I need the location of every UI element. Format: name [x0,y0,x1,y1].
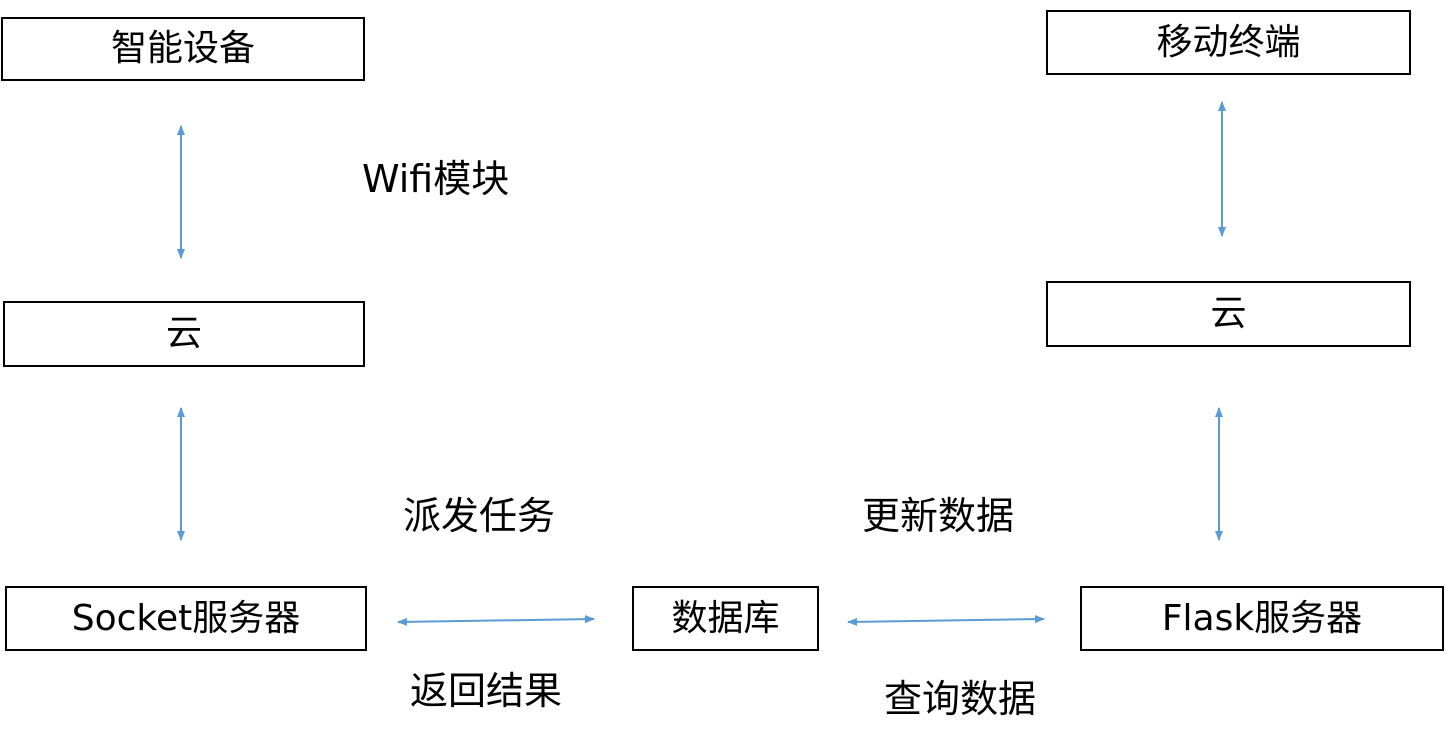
node-database: 数据库 [632,586,819,651]
node-cloud-left: 云 [3,301,365,367]
arrow-socket-database [397,615,595,626]
node-flask-server: Flask服务器 [1080,586,1444,651]
node-cloud-right: 云 [1046,281,1411,347]
arrow-database-flask [847,615,1045,626]
label-update-data: 更新数据 [862,494,1015,538]
label-query-data: 查询数据 [884,677,1037,721]
node-smart-device: 智能设备 [1,17,365,81]
node-mobile-terminal: 移动终端 [1046,10,1411,75]
label-wifi-module: Wifi模块 [362,157,510,201]
label-return-result: 返回结果 [410,669,563,713]
label-dispatch-task: 派发任务 [403,494,556,538]
node-socket-server: Socket服务器 [5,586,367,651]
